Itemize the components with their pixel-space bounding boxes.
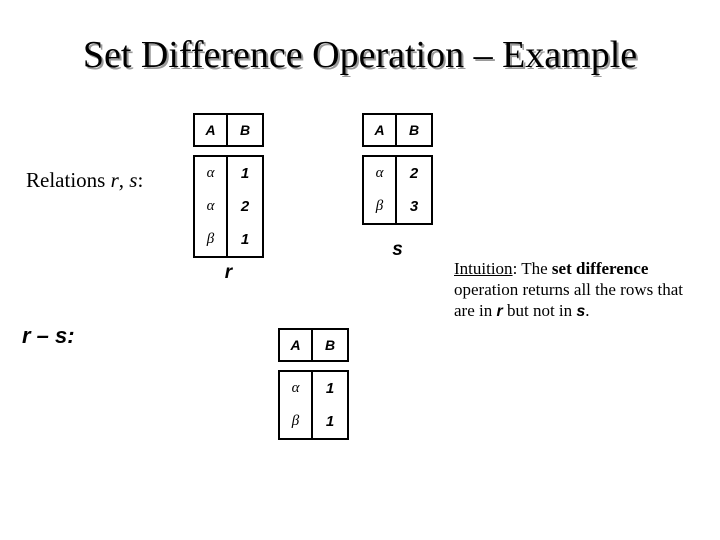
table-row: β 1 [280,405,347,438]
cell-b: 3 [409,198,419,215]
column-header-b: B [408,122,420,138]
cell-a: β [280,405,313,438]
relations-label-s: s [129,168,138,192]
intuition-text: Intuition: The set difference operation … [454,258,704,322]
table-row: α 1 [195,157,262,190]
result-table: A B α 1 β 1 [278,328,349,440]
table-spacer [193,147,264,155]
result-expression-suffix: : [67,323,75,348]
intuition-colon: : [512,259,522,278]
column-header-a: A [195,115,228,145]
intuition-relation-s: s [576,303,586,320]
relation-s-body: α 2 β 3 [362,155,433,225]
cell-a: β [195,223,228,256]
intuition-text-2: operation returns all the rows that are … [454,280,683,320]
cell-a: α [195,190,228,223]
relation-r-body: α 1 α 2 β 1 [193,155,264,258]
result-expression-label: r – s: [22,324,75,348]
cell-b: 1 [240,231,250,248]
result-expression-minus: – [30,323,56,348]
table-header-row: A B [195,115,262,145]
table-row: β 1 [195,223,262,256]
relations-label-comma: , [118,168,130,192]
relation-s-name: s [392,239,403,260]
relations-label-suffix: : [137,168,144,192]
relations-label-prefix: Relations [26,168,111,192]
table-row: α 2 [195,190,262,223]
column-header-b: B [239,122,251,138]
column-header-a: A [364,115,397,145]
cell-b: 1 [240,165,250,182]
intuition-text-4: . [585,301,590,320]
relation-r-table: A B α 1 α 2 β 1 [193,113,264,258]
table-spacer [278,362,349,370]
result-expression-r: r [22,323,31,348]
relation-r-header: A B [193,113,264,147]
result-expression-s: s [55,323,68,348]
intuition-text-1: The [521,259,552,278]
column-header-a: A [280,330,313,360]
cell-b: 1 [325,380,335,397]
cell-b: 2 [240,198,250,215]
cell-a: α [195,157,228,190]
table-row: α 1 [280,372,347,405]
cell-b: 1 [325,413,335,430]
result-table-header: A B [278,328,349,362]
intuition-relation-r: r [496,303,503,320]
cell-a: β [364,190,397,223]
table-row: α 2 [364,157,431,190]
cell-b: 2 [409,165,419,182]
table-header-row: A B [280,330,347,360]
intuition-heading: Intuition [454,259,513,278]
intuition-text-3: but not in [502,301,577,320]
cell-a: α [280,372,313,405]
relation-s-table: A B α 2 β 3 [362,113,433,225]
table-row: β 3 [364,190,431,223]
intuition-bold-term: set difference [551,259,649,278]
relation-r-name: r [224,262,233,283]
table-header-row: A B [364,115,431,145]
column-header-b: B [324,337,336,353]
table-spacer [362,147,433,155]
cell-a: α [364,157,397,190]
result-table-body: α 1 β 1 [278,370,349,440]
relations-label-r: r [110,168,119,192]
relation-s-header: A B [362,113,433,147]
page-title: Set Difference Operation – Example [82,34,638,76]
relations-label: Relations r, s: [26,168,143,193]
